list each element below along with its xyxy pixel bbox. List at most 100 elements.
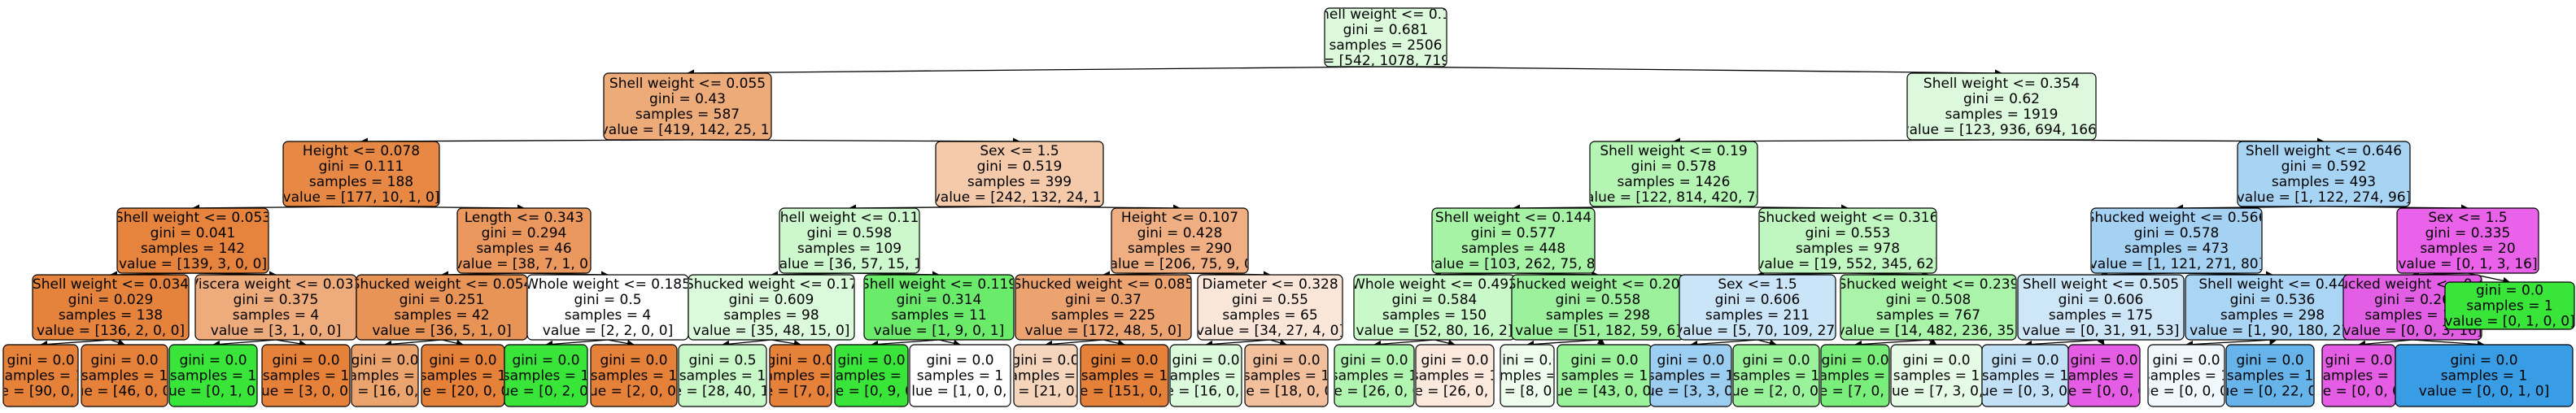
node-box: [1324, 7, 1447, 67]
node-text-line: samples = 767: [1876, 307, 1980, 324]
node-text-line: samples = 399: [967, 174, 1072, 190]
node-text-line: gini = 0.37: [1065, 292, 1142, 308]
node-text-line: value = [0, 0, 1, 0]: [2419, 384, 2549, 400]
node-text-line: samples = 1: [1733, 368, 1820, 385]
node-text-line: gini = 0.5: [688, 353, 756, 369]
tree-edge: [771, 339, 801, 348]
node-text-line: value = [26, 0, 0, 0]: [1304, 384, 1443, 400]
tree-edge: [212, 339, 277, 348]
node-text-line: samples = 11: [891, 307, 986, 324]
node-text-line: value = [18, 0, 0, 0]: [1216, 384, 1356, 400]
node-box: [2395, 344, 2574, 407]
node-text-line: gini = 0.251: [399, 292, 485, 308]
node-text-line: Sex <= 1.5: [1718, 276, 1797, 293]
node-box: [2090, 207, 2263, 274]
node-text-line: value = [38, 7, 1, 0]: [454, 256, 593, 272]
node-box: [1244, 344, 1329, 407]
node-text-line: Shell weight <= 0.055: [609, 76, 766, 92]
node-text-line: value = [542, 1078, 719, 167]: [1281, 53, 1491, 69]
node-text-line: value = [52, 80, 16, 2]: [1356, 323, 1513, 339]
node-box: [1334, 344, 1415, 407]
node-text-line: value = [36, 57, 15, 1]: [771, 256, 928, 272]
node-text-line: gini = 0.0: [2325, 353, 2392, 369]
tree-edge: [938, 339, 961, 347]
node-text-line: samples = 1: [2143, 368, 2230, 385]
node-text-line: Whole weight <= 0.185: [525, 276, 691, 293]
node-text-line: gini = 0.0: [2152, 353, 2220, 369]
node-text-line: gini = 0.508: [1886, 292, 1971, 308]
node-text-line: samples = 1: [342, 368, 429, 385]
node-text-line: samples = 1: [81, 368, 168, 385]
node-text-line: gini = 0.0: [1821, 353, 1888, 369]
node-text-line: value = [1, 122, 274, 96]: [2237, 189, 2412, 206]
node-text-line: samples = 1: [170, 368, 257, 385]
node-box: [1015, 274, 1192, 341]
node-text-line: gini = 0.314: [897, 292, 982, 308]
tree-edge: [2358, 339, 2413, 348]
node-box: [32, 274, 190, 341]
node-box: [863, 274, 1015, 341]
tree-edge: [545, 339, 609, 348]
node-text-line: samples = 473: [2124, 241, 2229, 257]
node-text-line: value = [28, 40, 12, 0]: [644, 384, 801, 400]
node-text-line: value = [151, 0, 0, 0]: [1050, 384, 1198, 400]
node-text-line: samples = 225: [1051, 307, 1155, 324]
node-text-line: value = [123, 936, 694, 166]: [1901, 122, 2102, 138]
node-text-line: samples = 211: [1705, 307, 1810, 324]
node-text-line: samples = 1: [1081, 368, 1168, 385]
node-text-line: gini = 0.598: [807, 225, 893, 241]
node-box: [834, 344, 909, 407]
node-box: [1431, 207, 1596, 274]
node-text-line: Viscera weight <= 0.031: [190, 276, 363, 293]
node-text-line: Whole weight <= 0.492: [1351, 276, 1517, 293]
node-text-line: value = [35, 48, 15, 0]: [693, 323, 850, 339]
node-text-line: samples = 1: [591, 368, 678, 385]
node-box: [603, 72, 772, 141]
node-box: [1080, 344, 1169, 407]
node-text-line: samples = 1: [1648, 368, 1735, 385]
node-text-line: value = [177, 10, 1, 0]: [283, 189, 440, 206]
node-text-line: samples = 1: [1561, 368, 1648, 385]
node-text-line: Shell weight <= 0.119: [861, 276, 1017, 293]
node-text-line: gini = 0.519: [977, 159, 1063, 175]
tree-edge: [1205, 339, 1271, 348]
tree-edge: [1045, 339, 1104, 348]
node-text-line: samples = 1: [1982, 368, 2069, 385]
tree-edge: [871, 339, 940, 348]
node-text-line: gini = 0.335: [2425, 225, 2511, 241]
tree-edge: [1434, 339, 1456, 347]
node-text-line: value = [0, 1, 0, 0]: [148, 384, 278, 400]
node-text-line: samples = 1: [2061, 368, 2148, 385]
node-text-line: samples = 1919: [1945, 107, 2059, 123]
node-text-line: samples = 1: [2227, 368, 2314, 385]
node-text-line: value = [3, 0, 0, 0]: [241, 384, 371, 400]
node-text-line: gini = 0.0: [837, 353, 905, 369]
node-text-line: gini = 0.0: [2236, 353, 2303, 369]
node-box: [1169, 344, 1242, 407]
node-text-line: Shell weight <= 0.053: [115, 210, 271, 226]
